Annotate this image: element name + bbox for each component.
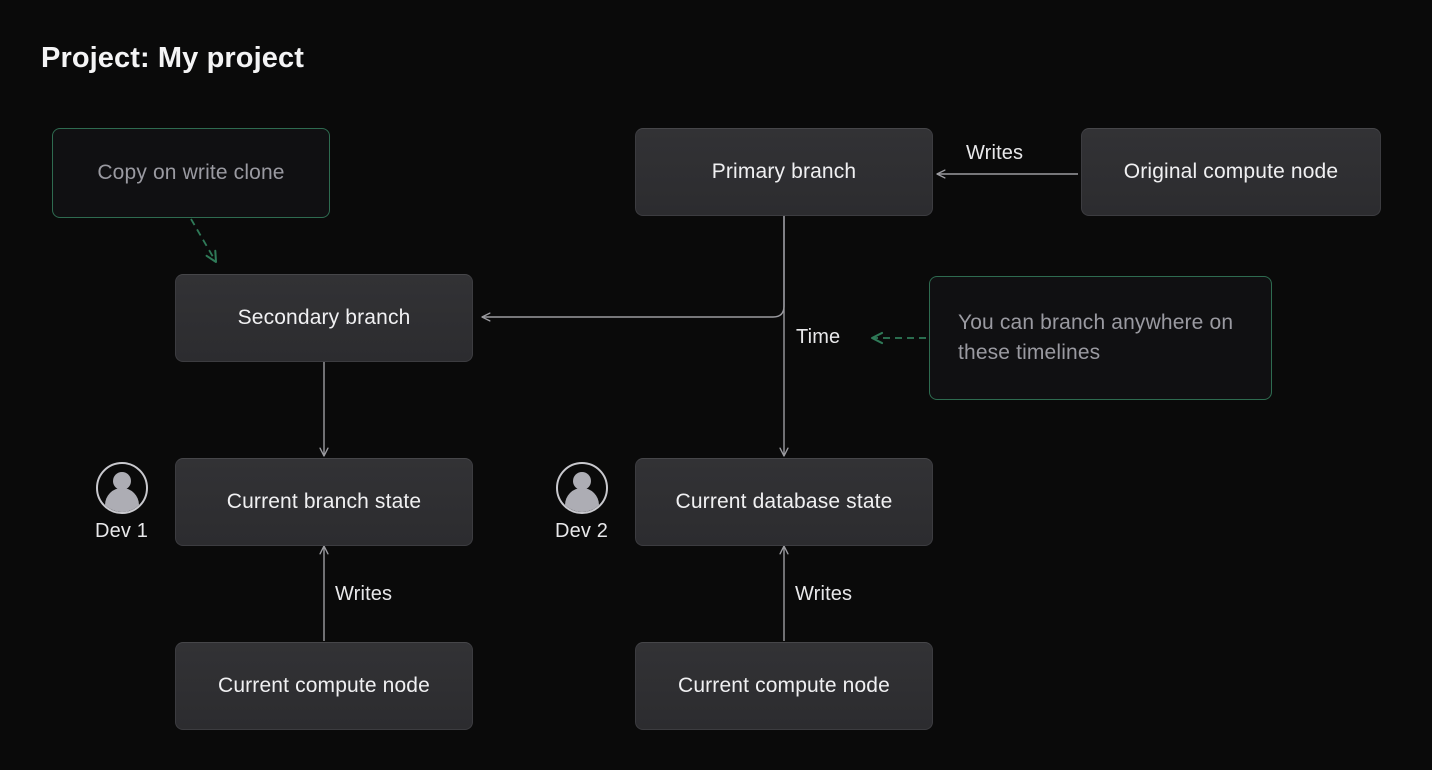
node-current-compute-node-right-label: Current compute node [678,674,890,697]
edge-label-time: Time [796,326,841,348]
edge-label-writes-primary: Writes [966,142,1024,164]
node-current-branch-state[interactable]: Current branch state [175,458,473,546]
node-current-compute-node-right[interactable]: Current compute node [635,642,933,730]
node-current-compute-node-left-label: Current compute node [218,674,430,697]
avatar-head [112,472,131,490]
node-original-compute-node-label: Original compute node [1123,160,1339,183]
avatar-label-dev-1: Dev 1 [95,520,148,542]
node-current-compute-node-left[interactable]: Current compute node [175,642,473,730]
node-current-branch-state-label: Current branch state [226,490,422,513]
note-copy-on-write-clone-label: Copy on write clone [97,161,285,185]
node-primary-branch[interactable]: Primary branch [635,128,933,216]
node-current-database-state[interactable]: Current database state [635,458,933,546]
page-title: Project: My project [41,42,304,74]
node-primary-branch-label: Primary branch [711,160,857,183]
node-current-database-state-label: Current database state [675,490,893,513]
edge-label-writes-right: Writes [795,583,853,605]
avatar-group-dev-1: Dev 1 [95,462,148,543]
note-branch-anywhere-label: You can branch anywhere on these timelin… [958,311,1234,364]
edge-label-writes-left: Writes [335,583,393,605]
avatar-label-dev-2: Dev 2 [555,520,608,542]
node-original-compute-node[interactable]: Original compute node [1081,128,1381,216]
user-avatar-icon [95,462,148,514]
avatar-head [572,472,591,490]
edge-primary-to-secondary [481,216,785,322]
edge-copy-on-write-to-secondary [190,218,218,264]
user-avatar-icon [555,462,608,514]
node-secondary-branch-label: Secondary branch [237,306,411,329]
avatar-body [104,488,139,512]
note-copy-on-write-clone: Copy on write clone [52,128,330,218]
node-secondary-branch[interactable]: Secondary branch [175,274,473,362]
avatar-body [564,488,599,512]
avatar-group-dev-2: Dev 2 [555,462,608,543]
note-branch-anywhere: You can branch anywhere on these timelin… [929,276,1272,400]
